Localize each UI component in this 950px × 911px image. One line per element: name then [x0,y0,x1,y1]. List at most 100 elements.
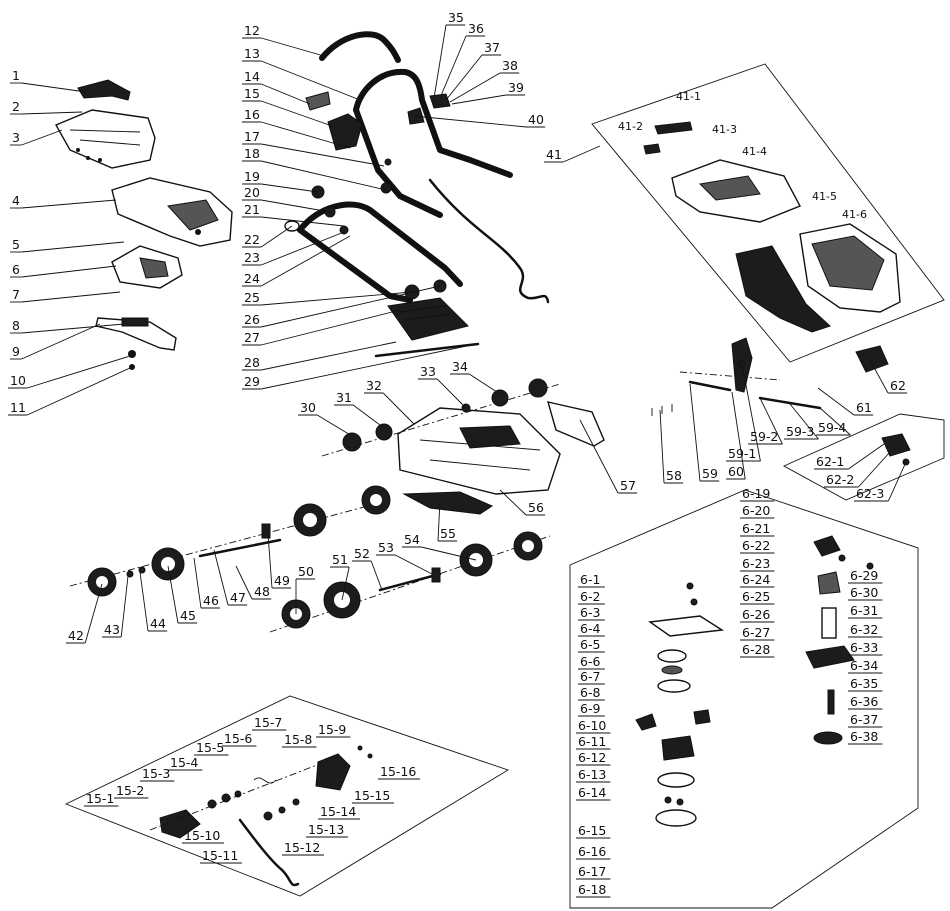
label-6-6: 6-6 [580,654,600,669]
part-motor-housing [111,177,233,247]
part-blade [95,317,177,370]
label-20: 20 [244,185,260,200]
label-51: 51 [332,552,348,567]
leader-line [741,363,761,462]
label-6-32: 6-32 [850,622,878,637]
leader-line [120,575,129,638]
label-47: 47 [230,590,246,605]
label-19: 19 [244,169,260,184]
part-deck [397,407,561,495]
leader-line [261,216,345,227]
leader-line [421,546,477,561]
part-height-adjuster [651,337,822,416]
leader-line [261,100,333,127]
label-6-21: 6-21 [742,521,770,536]
label-6-3: 6-3 [580,605,600,620]
panel-handle-switch [64,695,510,897]
leader-line [21,199,117,209]
label-3: 3 [12,130,20,145]
leader-line [468,373,501,395]
leader-line [261,121,351,149]
label-37: 37 [484,40,500,55]
label-52: 52 [354,546,370,561]
label-45: 45 [180,608,196,623]
leader-line [21,291,121,303]
leader-line [27,367,131,416]
leader-line [858,451,891,488]
label-59-1: 59-1 [728,446,756,461]
label-6-18: 6-18 [578,882,606,897]
label-53: 53 [378,540,394,555]
label-6-5: 6-5 [580,637,600,652]
label-59: 59 [702,466,718,481]
leader-line [21,323,125,334]
label-15-4: 15-4 [170,755,198,770]
label-6-10: 6-10 [578,718,606,733]
label-6-8: 6-8 [580,685,600,700]
label-55: 55 [440,526,456,541]
leader-line [261,199,331,213]
label-6-38: 6-38 [850,729,878,744]
label-42: 42 [68,628,84,643]
label-1: 1 [12,68,20,83]
label-58: 58 [666,468,682,483]
leader-line [370,560,383,591]
leader-line [819,407,851,436]
label-6-26: 6-26 [742,607,770,622]
leader-line [261,83,311,105]
label-14: 14 [244,69,260,84]
label-10: 10 [10,373,26,388]
label-6: 6 [12,262,20,277]
part-top-cover [55,109,156,169]
label-5: 5 [12,237,20,252]
label-11: 11 [10,400,26,415]
label-57: 57 [620,478,636,493]
label-28: 28 [244,355,260,370]
label-13: 13 [244,46,260,61]
leader-line [261,285,441,328]
leader-line [260,225,293,248]
panel-motor-assembly [569,489,919,909]
label-39: 39 [508,80,524,95]
leader-line [689,383,701,482]
label-48: 48 [254,584,270,599]
part-grass-indicator [374,297,480,358]
label-15-13: 15-13 [308,822,344,837]
label-6-35: 6-35 [850,676,878,691]
label-56: 56 [528,500,544,515]
label-6-1: 6-1 [580,572,600,587]
label-6-29: 6-29 [850,568,878,583]
leader-line [139,571,149,632]
label-22: 22 [244,232,260,247]
label-18: 18 [244,146,260,161]
leader-line [21,111,83,115]
label-36: 36 [468,21,484,36]
leader-line [382,392,415,425]
label-6-19: 6-19 [742,486,770,501]
label-41-6: 41-6 [842,208,867,221]
leader-line [445,54,483,101]
label-32: 32 [366,378,382,393]
label-44: 44 [150,616,166,631]
part-mulch-plate [402,491,494,515]
leader-line [887,461,907,502]
leader-line [84,583,103,644]
leader-line [451,94,507,105]
leader-line [21,241,125,253]
part-cable [428,178,550,304]
label-6-9: 6-9 [580,701,600,716]
label-41-1: 41-1 [676,90,701,103]
part-safety-key [855,345,889,373]
leader-line [235,565,253,600]
part-motor-stack [635,649,711,827]
label-59-4: 59-4 [818,420,846,435]
label-50: 50 [298,564,314,579]
label-59-3: 59-3 [786,424,814,439]
label-15-12: 15-12 [284,840,320,855]
leader-line [394,554,433,575]
label-21: 21 [244,202,260,217]
leader-line [21,323,101,360]
label-29: 29 [244,374,260,389]
